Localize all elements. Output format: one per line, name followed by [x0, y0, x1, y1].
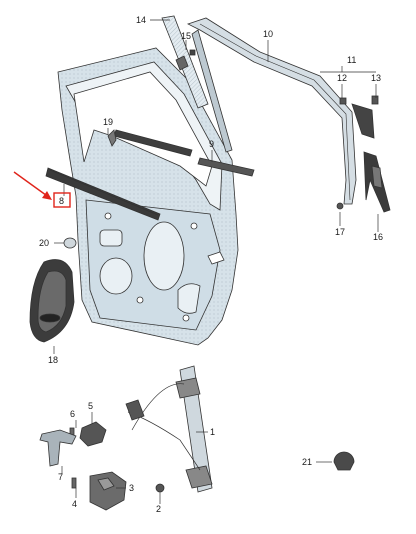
- callout-9: 9: [209, 139, 214, 149]
- part-14-frame-trim: [161, 15, 209, 109]
- callout-18: 18: [48, 355, 58, 365]
- part-18-speaker-grille: [29, 259, 75, 343]
- highlighted-callout-8: 8: [13, 171, 71, 208]
- callout-21: 21: [302, 457, 312, 467]
- callout-16: 16: [373, 232, 383, 242]
- part-11-corner-trim: [339, 95, 379, 139]
- part-15-clip: [189, 49, 196, 56]
- callout-7: 7: [58, 472, 63, 482]
- part-2-nut: [155, 483, 165, 493]
- part-19-channel: [107, 129, 193, 157]
- highlight-arrow-line: [13, 171, 51, 199]
- callout-19: 19: [103, 117, 113, 127]
- highlight-box: [53, 192, 71, 208]
- part-5-regulator-motor: [79, 421, 107, 447]
- part-8-window-seal: [45, 167, 161, 221]
- callout-17: 17: [335, 227, 345, 237]
- part-17-screw: [336, 202, 344, 210]
- part-16-pillar-trim: [363, 151, 391, 213]
- part-21-cap: [333, 451, 355, 471]
- callout-5: 5: [88, 401, 93, 411]
- part-20-plug: [63, 237, 77, 249]
- callout-labels: 14 15 10 11 12 13 19 9 20 17 16 18 6 5 1…: [39, 15, 383, 514]
- part-1-window-regulator: [125, 365, 213, 493]
- callout-20: 20: [39, 238, 49, 248]
- callout-6: 6: [70, 409, 75, 419]
- part-10-channel-seal: [186, 17, 357, 205]
- callout-4: 4: [72, 499, 77, 509]
- callout-10: 10: [263, 29, 273, 39]
- part-3-door-lock: [89, 471, 127, 511]
- callout-13: 13: [371, 73, 381, 83]
- callout-11: 11: [347, 55, 356, 65]
- part-9-inner-strip: [197, 157, 255, 177]
- callout-12: 12: [337, 73, 347, 83]
- callout-8: 8: [59, 196, 64, 206]
- callout-2: 2: [156, 504, 161, 514]
- door-inner-panel: [85, 199, 225, 331]
- part-4-screw: [71, 477, 77, 489]
- callout-3: 3: [129, 483, 134, 493]
- callout-1: 1: [210, 427, 215, 437]
- callout-15: 15: [181, 31, 191, 41]
- part-7-door-handle: [39, 429, 77, 467]
- leader-lines: [53, 19, 379, 504]
- callout-14: 14: [136, 15, 146, 25]
- arrow-icon: [42, 191, 52, 200]
